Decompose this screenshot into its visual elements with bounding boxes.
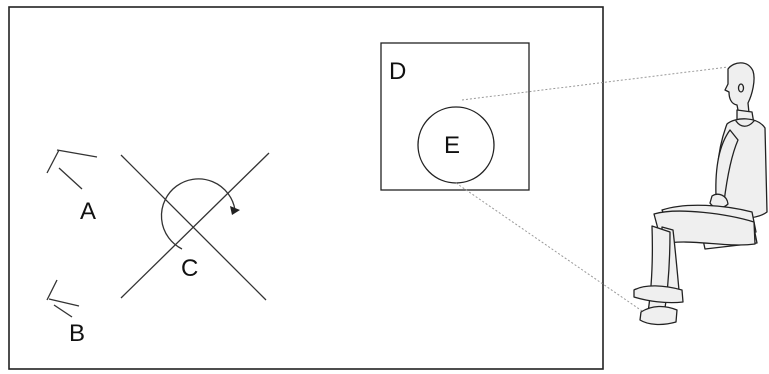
marker-b-icon [46, 279, 80, 318]
rotation-cross-icon [120, 152, 270, 301]
label-d: D [389, 58, 406, 85]
seated-person-icon [633, 62, 768, 326]
sight-lines [455, 66, 729, 314]
label-e: E [444, 132, 460, 159]
label-b: B [69, 320, 85, 347]
label-c: C [181, 255, 198, 282]
rotation-arrowhead-icon [230, 206, 240, 215]
label-a: A [80, 198, 96, 225]
inner-box-d [380, 42, 530, 191]
marker-a-icon [46, 149, 98, 190]
screen-frame [8, 6, 604, 370]
